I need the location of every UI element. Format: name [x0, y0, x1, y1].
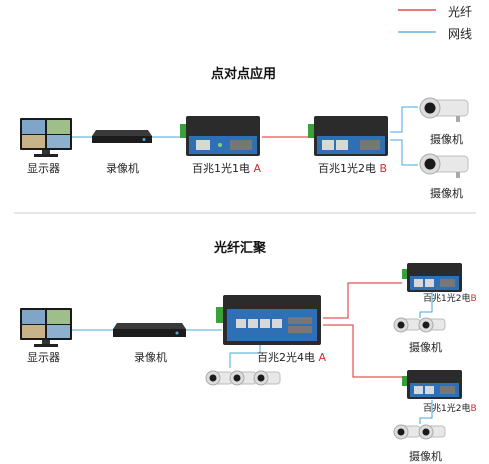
- bottom-link-b1-cameras: [419, 292, 433, 318]
- camera-icon: [419, 97, 469, 122]
- bottom-camera-2-label: 摄像机: [409, 450, 442, 463]
- top-link-switch-b-camera-1: [390, 106, 418, 133]
- top-link-switch-b-camera-2: [390, 139, 418, 166]
- switch-b1-label: 百兆1光2电B: [423, 294, 477, 304]
- bottom-monitor-label: 显示器: [27, 351, 60, 364]
- recorder-icon: [113, 323, 186, 337]
- switch-b-icon: [308, 116, 388, 156]
- camera-group-icon: [393, 317, 446, 333]
- switch-b2-label: 百兆1光2电B: [423, 404, 477, 414]
- monitor-icon: [20, 118, 72, 157]
- bottom-link-b2-cameras: [419, 400, 433, 424]
- aggregation-switch-label: 百兆2光4电 A: [257, 351, 327, 364]
- switch-b-label: 百兆1光2电 B: [318, 162, 388, 175]
- legend-network-label: 网线: [448, 27, 473, 41]
- top-camera-2-label: 摄像机: [430, 187, 463, 200]
- top-monitor-label: 显示器: [27, 162, 60, 175]
- switch-a-icon: [180, 116, 260, 156]
- camera-group-icon: [393, 424, 446, 440]
- bottom-link-switch-cameras: [229, 345, 261, 368]
- bottom-recorder-label: 录像机: [134, 351, 167, 364]
- section-title-fiber-aggregation: 光纤汇聚: [214, 241, 267, 256]
- switch-b-mark: B: [379, 162, 388, 175]
- switch-b1-mark: B: [470, 294, 477, 304]
- switch-b2-icon: [402, 370, 462, 399]
- switch-b1-icon: [402, 263, 462, 292]
- camera-icon: [419, 153, 469, 178]
- monitor-icon: [20, 308, 72, 347]
- top-camera-1-label: 摄像机: [430, 133, 463, 146]
- aggregation-switch-icon: [216, 295, 321, 345]
- switch-b2-mark: B: [470, 404, 477, 414]
- recorder-icon: [92, 130, 152, 143]
- section-title-point-to-point: 点对点应用: [211, 67, 277, 82]
- bottom-fiber-switch-b1: [323, 282, 402, 319]
- top-recorder-label: 录像机: [106, 162, 139, 175]
- switch-a-mark: A: [253, 162, 262, 175]
- legend-lines: [398, 9, 436, 33]
- switch-a-label: 百兆1光1电 A: [192, 162, 262, 175]
- camera-group-icon: [205, 370, 281, 386]
- legend-fiber-label: 光纤: [448, 5, 473, 19]
- bottom-camera-1-label: 摄像机: [409, 341, 442, 354]
- aggregation-switch-mark: A: [318, 351, 327, 364]
- bottom-fiber-switch-b2: [323, 324, 402, 378]
